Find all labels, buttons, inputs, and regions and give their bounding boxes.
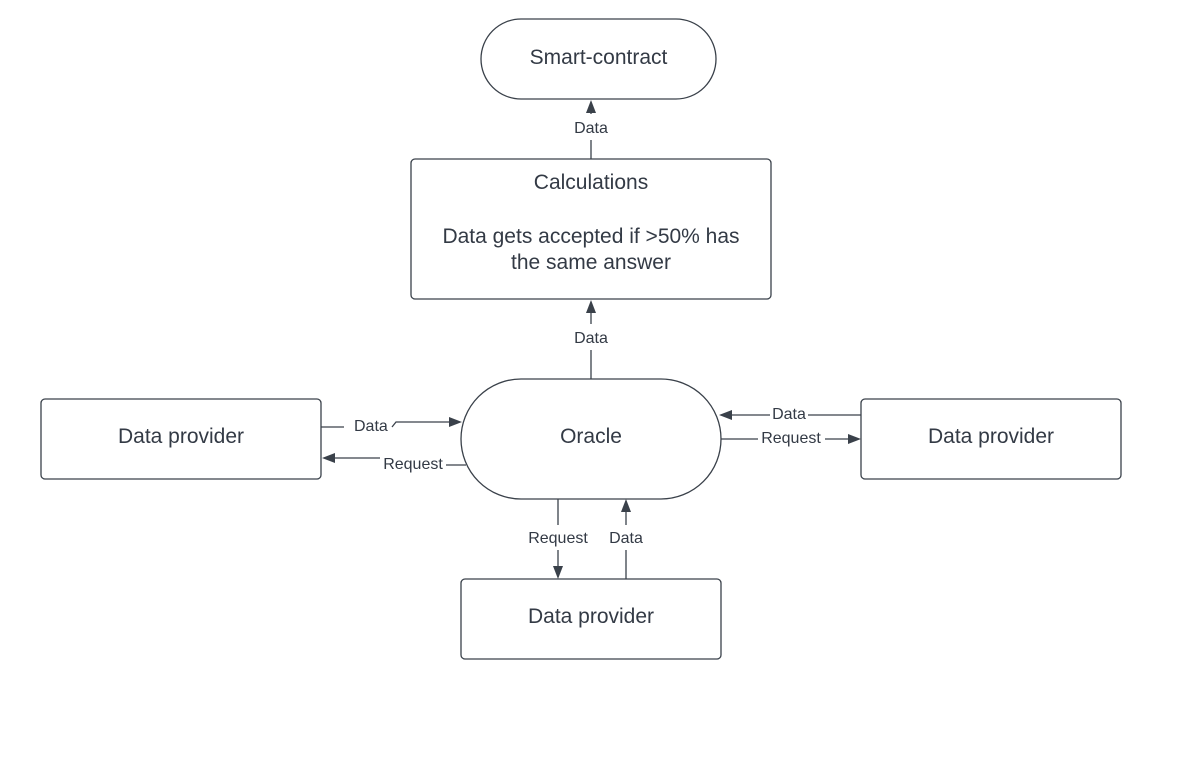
arrowhead-into-oracle-bottom [621,499,631,512]
data-provider-bottom-label: Data provider [528,605,654,628]
edge-label-calc-to-contract: Data [574,120,608,137]
data-provider-left-node: Data provider [40,398,322,480]
arrowhead-into-oracle-right [719,410,732,420]
edge-label-bottom-to-oracle: Data [609,530,643,547]
arrowhead-into-bottom-provider [553,566,563,579]
arrowhead-into-right-provider [848,434,861,444]
arrowhead-into-left-provider [322,453,335,463]
data-provider-left-label: Data provider [118,425,244,448]
data-provider-bottom-node: Data provider [460,578,722,660]
arrowhead-into-oracle-left [449,417,462,427]
edge-label-oracle-to-calc: Data [574,330,608,347]
edge-label-right-to-oracle: Data [772,406,806,423]
edge-label-oracle-to-bottom: Request [528,530,588,547]
arrowhead-into-calculations [586,300,596,313]
data-provider-right-label: Data provider [928,425,1054,448]
edge-label-oracle-to-left: Request [383,456,443,473]
edge-label-left-to-oracle: Data [354,418,388,435]
calculations-node: Calculations Data gets accepted if >50% … [410,158,772,300]
edge-left-to-oracle-end [391,421,450,428]
calculations-rule-line-2: the same answer [511,251,671,274]
oracle-label: Oracle [560,425,622,448]
smart-contract-node: Smart-contract [480,18,717,100]
oracle-node: Oracle [460,378,722,500]
arrowhead-into-contract [586,100,596,113]
calculations-title: Calculations [534,171,648,194]
smart-contract-label: Smart-contract [530,46,668,69]
edge-label-oracle-to-right: Request [761,430,821,447]
calculations-rule-line-1: Data gets accepted if >50% has [442,225,739,248]
data-provider-right-node: Data provider [860,398,1122,480]
